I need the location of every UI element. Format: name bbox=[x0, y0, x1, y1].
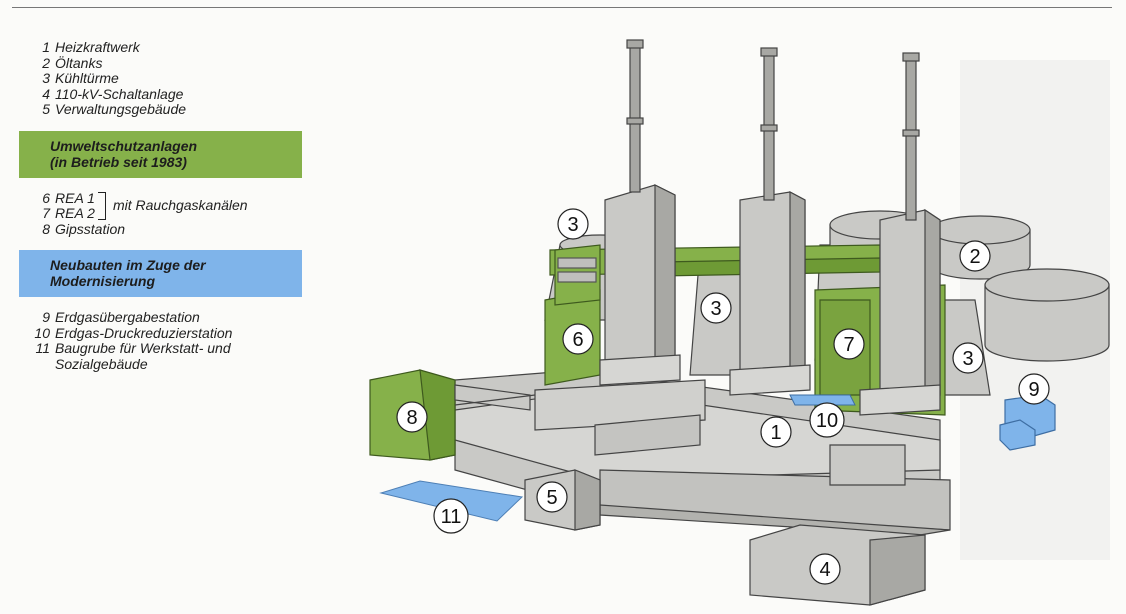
legend-number: 10 bbox=[34, 324, 50, 341]
legend-item: 2 Öltanks bbox=[32, 54, 302, 72]
legend-number: 8 bbox=[42, 220, 50, 237]
label-10: 10 bbox=[809, 402, 845, 438]
legend-item: 7 REA 2 bbox=[32, 205, 95, 222]
legend-main-list: 1 Heizkraftwerk 2 Öltanks 3 Kühltürme 4 110-… bbox=[32, 39, 302, 118]
svg-text:3: 3 bbox=[962, 348, 973, 370]
diagram-number-labels: 1 2 3 3 3 4 5 6 7 8 9 10 11 bbox=[396, 208, 1050, 585]
plinths bbox=[599, 354, 941, 416]
svg-text:1: 1 bbox=[770, 422, 781, 444]
legend-label: Kühltürme bbox=[55, 70, 119, 86]
legend-item: 10 Erdgas-Druckreduzierstation bbox=[32, 324, 302, 342]
label-3b: 3 bbox=[700, 292, 732, 324]
legend-new-list: 9 Erdgasübergabestation 10 Erdgas-Druckred… bbox=[32, 309, 302, 373]
label-7: 7 bbox=[833, 328, 865, 360]
label-2: 2 bbox=[959, 240, 991, 272]
legend-label: Erdgas-Druckreduzierstation bbox=[55, 324, 233, 341]
legend-label: Erdgasübergabestation bbox=[55, 309, 200, 325]
label-8: 8 bbox=[396, 401, 428, 433]
legend-label: Verwaltungsgebäude bbox=[55, 101, 187, 117]
legend-item: 5 Verwaltungsgebäude bbox=[32, 101, 302, 118]
legend-item: Sozialgebäude bbox=[32, 355, 302, 373]
svg-text:5: 5 bbox=[546, 487, 557, 509]
svg-text:7: 7 bbox=[843, 334, 854, 356]
svg-text:3: 3 bbox=[567, 214, 578, 236]
legend-item: 3 Kühltürme bbox=[32, 70, 302, 87]
legend-number: 11 bbox=[35, 340, 50, 356]
legend-label: Öltanks bbox=[55, 54, 103, 71]
legend-item: 11 Baugrube für Werkstatt- und bbox=[32, 340, 302, 357]
label-4: 4 bbox=[809, 553, 841, 585]
rea-list: 6 REA 1 7 REA 2 bbox=[32, 189, 95, 222]
legend-number: 2 bbox=[42, 54, 50, 71]
label-3a: 3 bbox=[557, 208, 589, 240]
gas-pressure-reduction bbox=[789, 394, 856, 406]
legend-label: 110-kV-Schaltanlage bbox=[55, 85, 184, 102]
svg-text:10: 10 bbox=[816, 410, 838, 432]
legend-number: 1 bbox=[42, 39, 50, 55]
svg-text:8: 8 bbox=[406, 407, 417, 429]
legend-number: 5 bbox=[42, 101, 50, 117]
legend-number: 9 bbox=[42, 309, 50, 325]
label-5: 5 bbox=[536, 481, 568, 513]
svg-text:9: 9 bbox=[1028, 379, 1039, 401]
modernisation-band: Neubauten im Zuge der Modernisierung bbox=[19, 250, 302, 297]
label-9: 9 bbox=[1018, 373, 1050, 405]
rea-suffix: mit Rauchgaskanälen bbox=[112, 197, 248, 214]
legend-number: 6 bbox=[42, 189, 50, 206]
legend-item: 8 Gipsstation bbox=[32, 220, 302, 238]
svg-text:11: 11 bbox=[441, 506, 462, 528]
legend-number: 3 bbox=[42, 70, 50, 86]
legend-item: 6 REA 1 bbox=[32, 189, 95, 207]
svg-text:6: 6 bbox=[572, 329, 583, 351]
legend-label: Heizkraftwerk bbox=[55, 39, 140, 55]
legend-item: 4 110-kV-Schaltanlage bbox=[32, 85, 302, 103]
legend-item: 1 Heizkraftwerk bbox=[32, 39, 302, 56]
environment-band: Umweltschutzanlagen (in Betrieb seit 198… bbox=[19, 130, 302, 178]
legend-item: 9 Erdgasübergabestation bbox=[32, 309, 302, 326]
svg-text:2: 2 bbox=[969, 246, 980, 268]
label-11: 11 bbox=[433, 498, 469, 534]
smokestacks bbox=[626, 39, 920, 221]
environment-title-line2: (in Betrieb seit 1983) bbox=[50, 153, 187, 170]
legend-label: REA 1 bbox=[55, 189, 95, 206]
svg-text:3: 3 bbox=[710, 298, 721, 320]
top-rule bbox=[12, 7, 1112, 8]
bracket bbox=[97, 192, 106, 220]
rea-group: 6 REA 1 7 REA 2 mit Rauchgaskanälen bbox=[32, 189, 302, 222]
label-1: 1 bbox=[760, 416, 792, 448]
legend: 1 Heizkraftwerk 2 Öltanks 3 Kühltürme 4 110-… bbox=[19, 39, 302, 373]
legend-number: 7 bbox=[42, 205, 50, 221]
legend-label: Baugrube für Werkstatt- und bbox=[55, 340, 231, 356]
modernisation-title-line1: Neubauten im Zuge der bbox=[50, 257, 206, 273]
environment-title-line1: Umweltschutzanlagen bbox=[50, 137, 198, 154]
label-6: 6 bbox=[562, 323, 594, 355]
svg-text:4: 4 bbox=[819, 559, 830, 581]
legend-label: REA 2 bbox=[55, 205, 95, 221]
modernisation-title-line2: Modernisierung bbox=[50, 273, 156, 289]
legend-label: Gipsstation bbox=[55, 220, 126, 237]
label-3c: 3 bbox=[952, 342, 984, 374]
legend-number: 4 bbox=[42, 85, 50, 102]
legend-label-continued: Sozialgebäude bbox=[55, 355, 148, 372]
